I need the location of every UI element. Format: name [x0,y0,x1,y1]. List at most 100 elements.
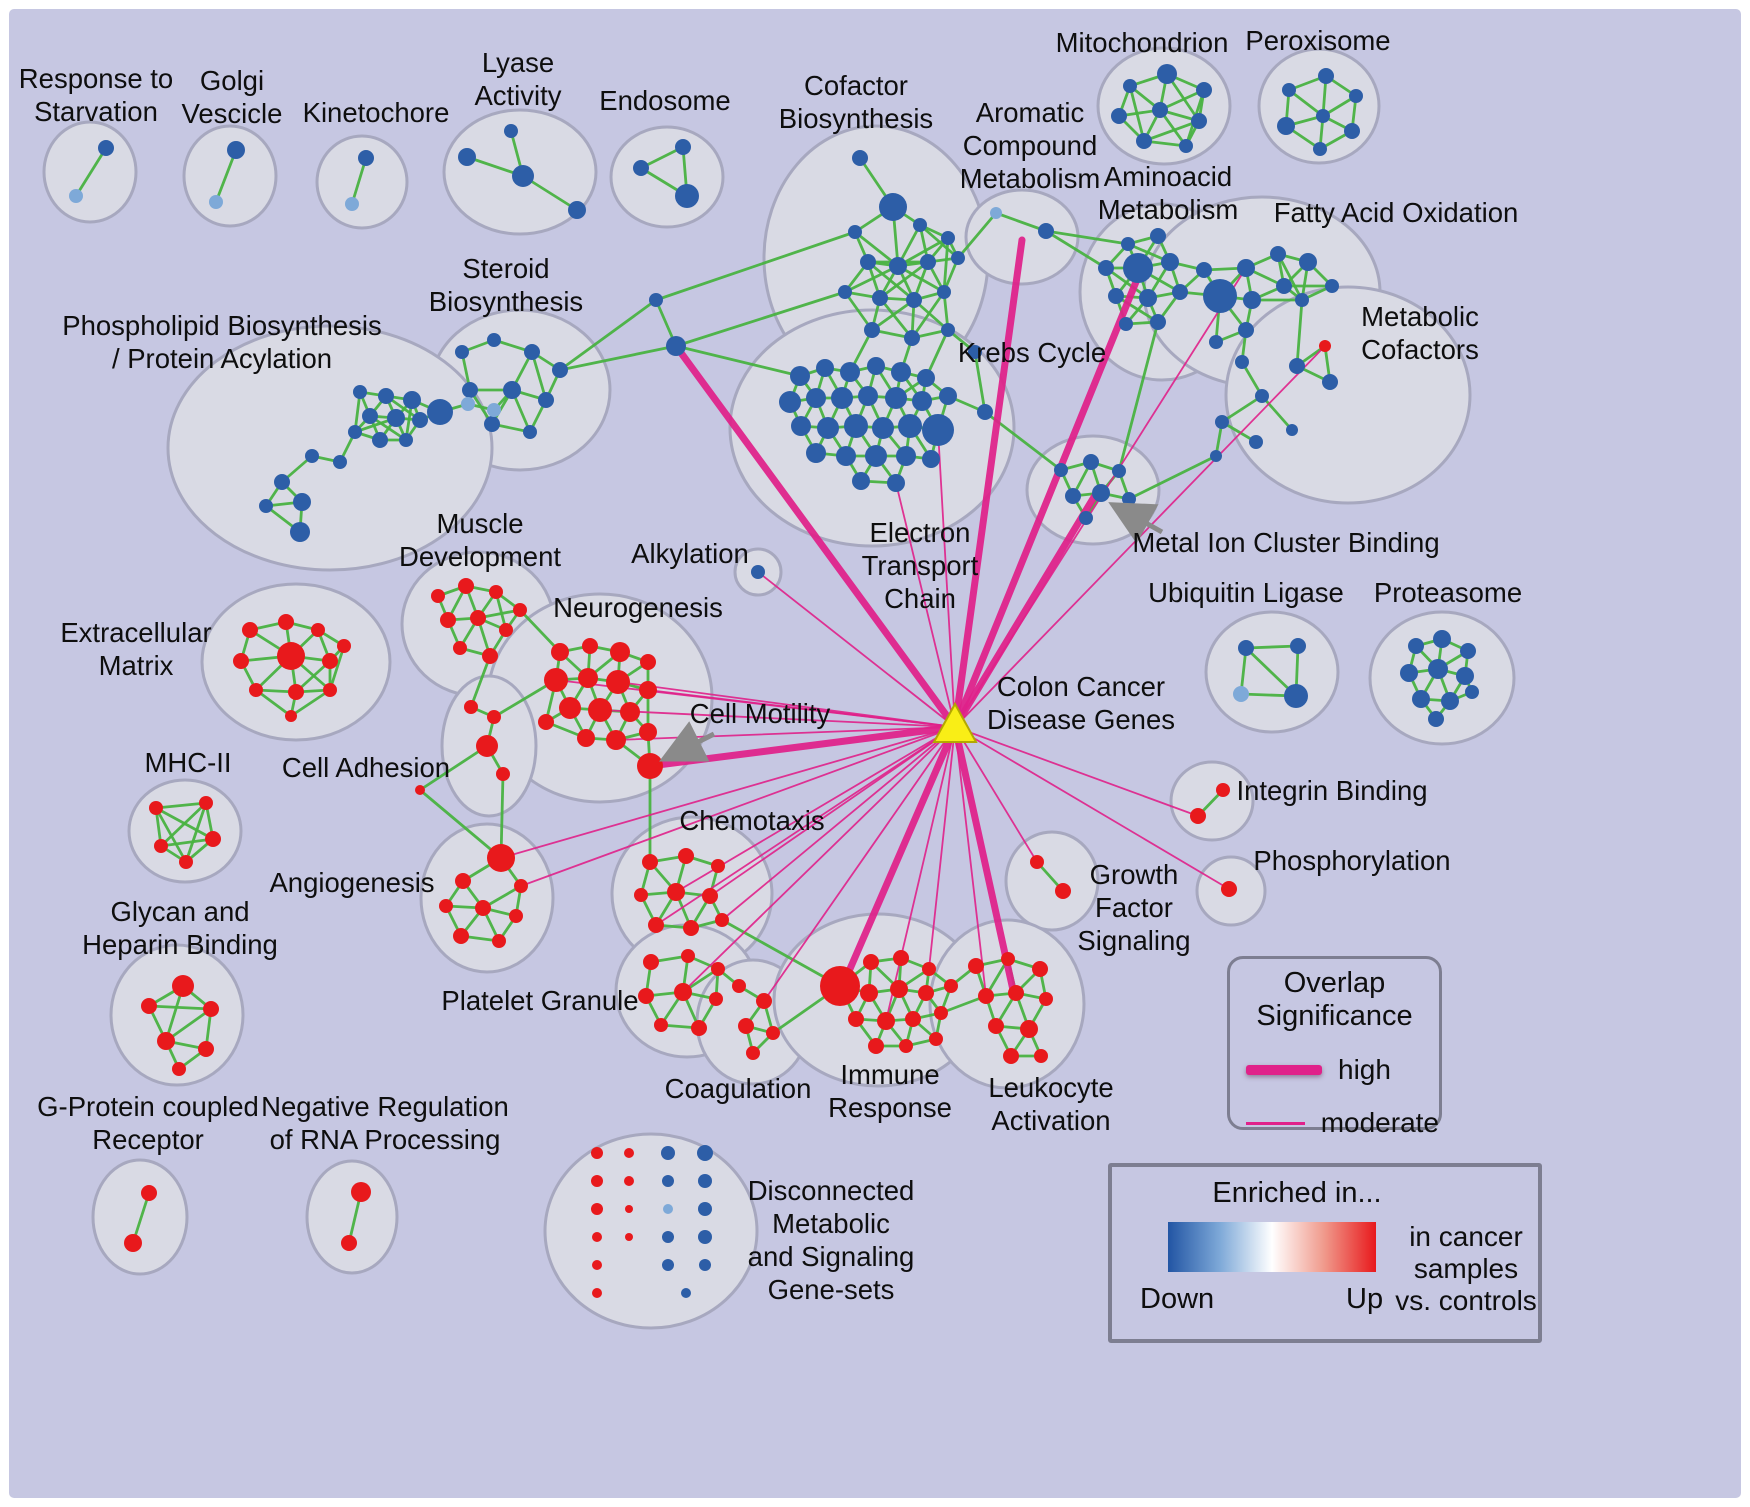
gene-set-node [1319,340,1331,352]
overlap-edge [720,918,842,988]
gene-set-node [487,710,501,724]
gene-set-node [941,231,955,245]
significance-edge-moderate [520,726,956,887]
gene-set-node [259,499,273,513]
gene-set-node [1249,435,1263,449]
gene-set-node [711,859,725,873]
disease-genes-hub [932,701,978,743]
gene-set-node [891,362,911,382]
gene-set-node [198,1041,214,1057]
gene-set-node [489,585,503,599]
gene-set-node [1400,664,1418,682]
gene-set-node [698,1230,712,1244]
cluster-ellipse-disconnected-gene-sets [543,1132,759,1330]
gene-set-node [662,1231,674,1243]
cluster-ellipse-kinetochore [315,134,409,230]
gene-set-node [978,988,994,1004]
cluster-ellipse-endosome [609,125,725,229]
gene-set-node [1032,961,1048,977]
legend-overlap-title: Overlap Significance [1230,967,1439,1033]
gene-set-node [399,433,413,447]
gene-set-node [1150,228,1166,244]
gene-set-node [285,710,297,722]
significance-edge-moderate [682,726,956,993]
legend-enriched-in: Enriched in... Down Up in cancer samples… [1108,1163,1542,1343]
gene-set-node [1243,291,1261,309]
gene-set-node [1191,113,1207,129]
gene-set-node [732,979,746,993]
gene-set-node [852,472,870,490]
overlap-edge [518,608,562,654]
gene-set-node [662,1175,674,1187]
gene-set-node [624,1148,634,1158]
gene-set-node [890,980,908,998]
gene-set-node [1284,684,1308,708]
gene-set-node [568,201,586,219]
gene-set-node [1098,260,1114,276]
overlap-edge [530,350,548,402]
gene-set-node [337,639,351,653]
gene-set-node [274,474,290,490]
layer-over [659,502,1164,762]
gene-set-node [941,323,955,337]
gene-set-node [625,1233,633,1241]
gene-set-node [922,450,940,468]
significance-edge-high [951,268,1144,731]
label-proteasome: Proteasome [1374,577,1522,608]
gene-set-node [944,979,958,993]
gene-set-node [475,900,491,916]
gene-set-node [476,735,498,757]
gene-set-node [233,653,249,669]
gene-set-node [288,684,304,700]
gene-set-node [333,455,347,469]
gene-set-node [455,345,469,359]
gene-set-node [912,391,932,411]
gene-set-node [484,416,500,432]
gene-set-node [353,385,367,399]
gene-set-node [885,387,907,409]
gene-set-node [348,425,362,439]
gene-set-node [1215,415,1229,429]
gene-set-node [412,412,428,428]
gene-set-node [523,425,537,439]
gene-set-node [951,251,965,265]
gene-set-node [415,785,425,795]
gene-set-node [756,993,772,1009]
legend-row-moderate: moderate [1246,1107,1439,1139]
moderate-significance-line-swatch [1246,1121,1305,1125]
gene-set-node [1003,1048,1019,1064]
gene-set-node [806,388,826,408]
overlap-edge [164,1007,213,1043]
enriched-up-label: Up [1346,1283,1384,1315]
gene-set-node [1299,253,1317,271]
gene-set-node [643,954,659,970]
gene-set-node [358,150,374,166]
gene-set-node [638,988,654,1004]
gene-set-node [509,909,523,923]
layer-sig [500,236,1326,1022]
gene-set-node [806,443,826,463]
label-coagulation: Coagulation [665,1073,812,1104]
gene-set-node [461,397,475,411]
significance-edge-high [951,236,1026,731]
gene-set-node [1412,690,1430,708]
label-phospholipid-biosynthesis: Phospholipid Biosynthesis/ Protein Acyla… [62,310,382,374]
gene-set-node [1238,322,1254,338]
gene-set-node [1136,133,1152,149]
gene-set-node [1428,711,1444,727]
gene-set-node [624,1176,634,1186]
gene-set-node [1316,109,1330,123]
significance-edge-moderate [928,726,956,970]
legend-enriched-title: Enriched in... [1212,1177,1382,1209]
cluster-ellipse-negative-regulation-rna [305,1159,399,1275]
gene-set-node [462,382,478,398]
gene-set-node [610,642,630,662]
cluster-ellipse-metabolic-cofactors [1224,285,1472,505]
